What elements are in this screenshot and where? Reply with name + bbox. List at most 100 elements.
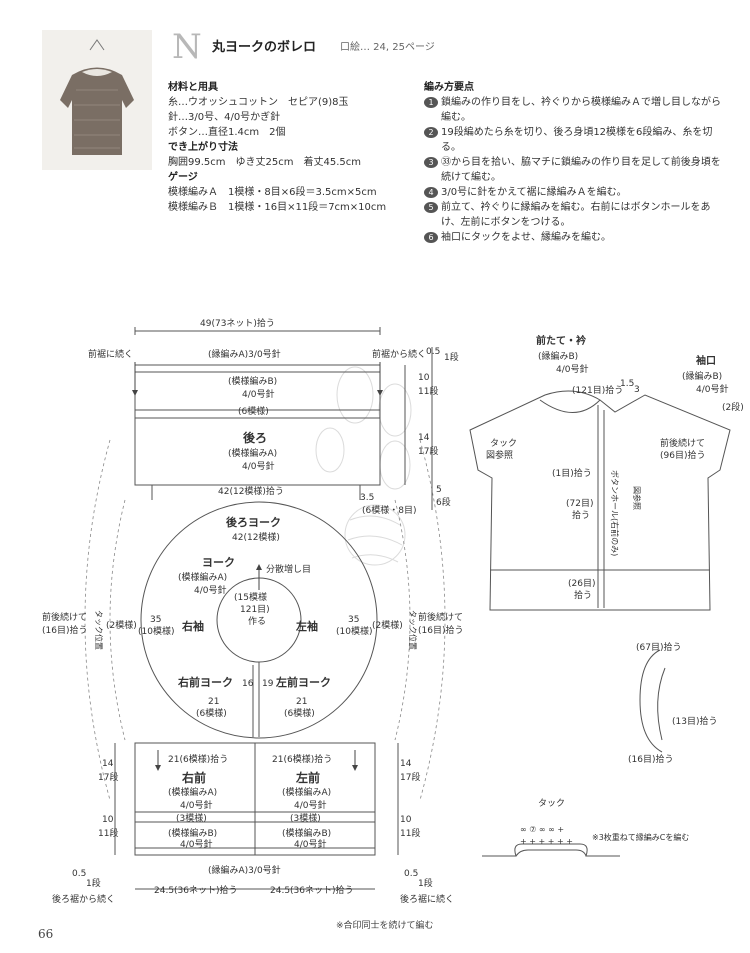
dim-17-rows: 17段 bbox=[418, 445, 438, 457]
step-number: 3 bbox=[424, 157, 438, 168]
front-dim-10: 10 bbox=[102, 815, 114, 825]
pattern-reference: 口絵… 24, 25ページ bbox=[340, 42, 435, 53]
cuff-rows: (2段) bbox=[722, 401, 744, 413]
left-yoke-19: 19 bbox=[262, 679, 274, 689]
pattern-letter: N bbox=[172, 27, 202, 67]
front-dim-14: 14 bbox=[102, 759, 114, 769]
collar-3: 3 bbox=[634, 385, 640, 395]
right-front-pattern-a: (模様編みA) bbox=[168, 786, 217, 798]
start-stitches: 121目) bbox=[240, 604, 270, 615]
back-yoke-count: 42(12模様) bbox=[232, 531, 280, 543]
left-tuck-position: タック位置 bbox=[408, 610, 418, 650]
right-front-title: 右前 bbox=[181, 770, 206, 785]
placket-needle: 4/0号針 bbox=[556, 363, 589, 375]
right-continue: 前後続けて bbox=[42, 611, 87, 623]
back-pattern-a: (模様編みA) bbox=[228, 447, 277, 459]
pick-72-label: 拾う bbox=[572, 509, 590, 521]
gauge-b: 模様編みＢ 1模様・16目×11段＝7cm×10cm bbox=[168, 202, 387, 213]
right-front-pattern-b: (模様編みB) bbox=[168, 827, 217, 839]
right-two-pattern: (2模様) bbox=[106, 619, 137, 631]
placket-title: 前たて・衿 bbox=[536, 334, 586, 347]
tuck-symbols-bottom: + + + + + + bbox=[520, 837, 573, 846]
front-dim-11-r: 11段 bbox=[400, 827, 420, 839]
right-sleeve-label: 右袖 bbox=[181, 619, 204, 633]
gusset-width: 3.5 bbox=[360, 493, 374, 503]
collar-pick: (121目)拾う bbox=[572, 384, 623, 396]
left-front-yoke-title: 左前ヨーク bbox=[275, 675, 331, 689]
front-edging-05: 0.5 bbox=[72, 869, 86, 879]
front-dim-17: 17段 bbox=[98, 771, 118, 783]
left-yoke-patterns: (6模様) bbox=[284, 707, 315, 719]
edging-height: 0.5 bbox=[426, 347, 440, 357]
back-hem-continue-right: 後ろ裾に続く bbox=[400, 893, 454, 905]
decorative-cactus-illustration bbox=[315, 366, 412, 566]
cuff-needle: 4/0号針 bbox=[696, 383, 729, 395]
increase-label: 分散増し目 bbox=[266, 563, 311, 575]
left-yoke-21: 21 bbox=[296, 697, 307, 707]
back-pick-label: 42(12模様)拾う bbox=[218, 485, 284, 497]
left-pick-16: (16目)拾う bbox=[418, 624, 463, 636]
front-edging-rows: 1段 bbox=[86, 877, 101, 889]
right-front-needle-a: 4/0号針 bbox=[180, 799, 213, 811]
right-front-yoke-title: 右前ヨーク bbox=[177, 675, 233, 689]
step-number: 5 bbox=[424, 202, 438, 213]
back-needle-a: 4/0号針 bbox=[242, 460, 275, 472]
materials-section: 材料と用具 糸…ウオッシュコットン セピア(9)8玉 針…3/0号、4/0号かぎ… bbox=[168, 80, 418, 215]
left-front-pick: 21(6模様)拾う bbox=[272, 753, 332, 765]
right-three-patterns: (3模様) bbox=[176, 812, 207, 824]
placket-pattern: (縁編みB) bbox=[538, 350, 578, 362]
right-yoke-21: 21 bbox=[208, 697, 219, 707]
left-two-pattern: (2模様) bbox=[372, 619, 403, 631]
left-three-patterns: (3模様) bbox=[290, 812, 321, 824]
yoke-needle: 4/0号針 bbox=[194, 584, 227, 596]
left-front-pattern-a: (模様編みA) bbox=[282, 786, 331, 798]
edging-rows: 1段 bbox=[444, 351, 459, 363]
cuff-pick-96: (96目)拾う bbox=[660, 449, 705, 461]
tuck-diagram bbox=[482, 843, 620, 857]
step-text: ㉝から目を拾い、脇マチに鎖編みの作り目を足して前後身頃を続けて編む。 bbox=[441, 157, 721, 183]
step-text: 袖口にタックをよせ、縁編みを編む。 bbox=[441, 232, 611, 243]
pick-26: (26目) bbox=[568, 578, 595, 589]
cuff-title: 袖口 bbox=[695, 354, 716, 367]
dim-5: 5 bbox=[436, 485, 442, 495]
materials-button: ボタン…直径1.4cm 2個 bbox=[168, 127, 286, 138]
top-width-label: 49(73ネット)拾う bbox=[200, 317, 275, 329]
right-yoke-patterns: (6模様) bbox=[196, 707, 227, 719]
collar-15: 1.5 bbox=[620, 379, 634, 389]
left-front-pattern-b: (模様編みB) bbox=[282, 827, 331, 839]
front-dim-17-r: 17段 bbox=[400, 771, 420, 783]
front-dim-14-r: 14 bbox=[400, 759, 412, 769]
dim-11-rows: 11段 bbox=[418, 385, 438, 397]
gauge-heading: ゲージ bbox=[168, 172, 198, 183]
tuck-symbols-top: ∞ ⑦ ∞ ∞ + bbox=[520, 825, 564, 834]
size-heading: でき上がり寸法 bbox=[168, 142, 238, 153]
edging-a-top: (縁編みA)3/0号針 bbox=[208, 348, 281, 360]
right-pick-16: (16目)拾う bbox=[42, 624, 87, 636]
right-sleeve-width: 35 bbox=[150, 615, 161, 625]
cuff-pick-13: (13目)拾う bbox=[672, 715, 717, 727]
right-tuck-position: タック位置 bbox=[94, 610, 104, 650]
start-make: 作る bbox=[248, 615, 266, 627]
right-front-pick: 21(6模様)拾う bbox=[168, 753, 228, 765]
pattern-title: 丸ヨークのボレロ bbox=[212, 40, 317, 55]
cuff-pattern: (縁編みB) bbox=[682, 370, 722, 382]
pick-26-label: 拾う bbox=[574, 589, 592, 601]
cuff-pick-16: (16目)拾う bbox=[628, 753, 673, 765]
right-front-needle-b: 4/0号針 bbox=[180, 838, 213, 850]
left-front-title: 左前 bbox=[295, 770, 320, 785]
front-dim-11: 11段 bbox=[98, 827, 118, 839]
step-text: 鎖編みの作り目をし、衿ぐりから模様編みＡで増し目しながら編む。 bbox=[441, 97, 721, 123]
tuck-figure-note: ※3枚重ねて縁編みCを編む bbox=[592, 832, 689, 842]
right-sleeve-patterns: (10模様) bbox=[138, 625, 174, 637]
bottom-right-pick: 24.5(36ネット)拾う bbox=[154, 884, 238, 896]
back-pattern-b: (模様編みB) bbox=[228, 375, 277, 387]
materials-yarn: 糸…ウオッシュコットン セピア(9)8玉 bbox=[168, 97, 349, 108]
front-edging-rows-r: 1段 bbox=[418, 877, 433, 889]
gusset-stitches: (6模様・8目) bbox=[362, 504, 416, 516]
start-patterns: (15模様 bbox=[234, 591, 267, 603]
left-front-needle-b: 4/0号針 bbox=[294, 838, 327, 850]
